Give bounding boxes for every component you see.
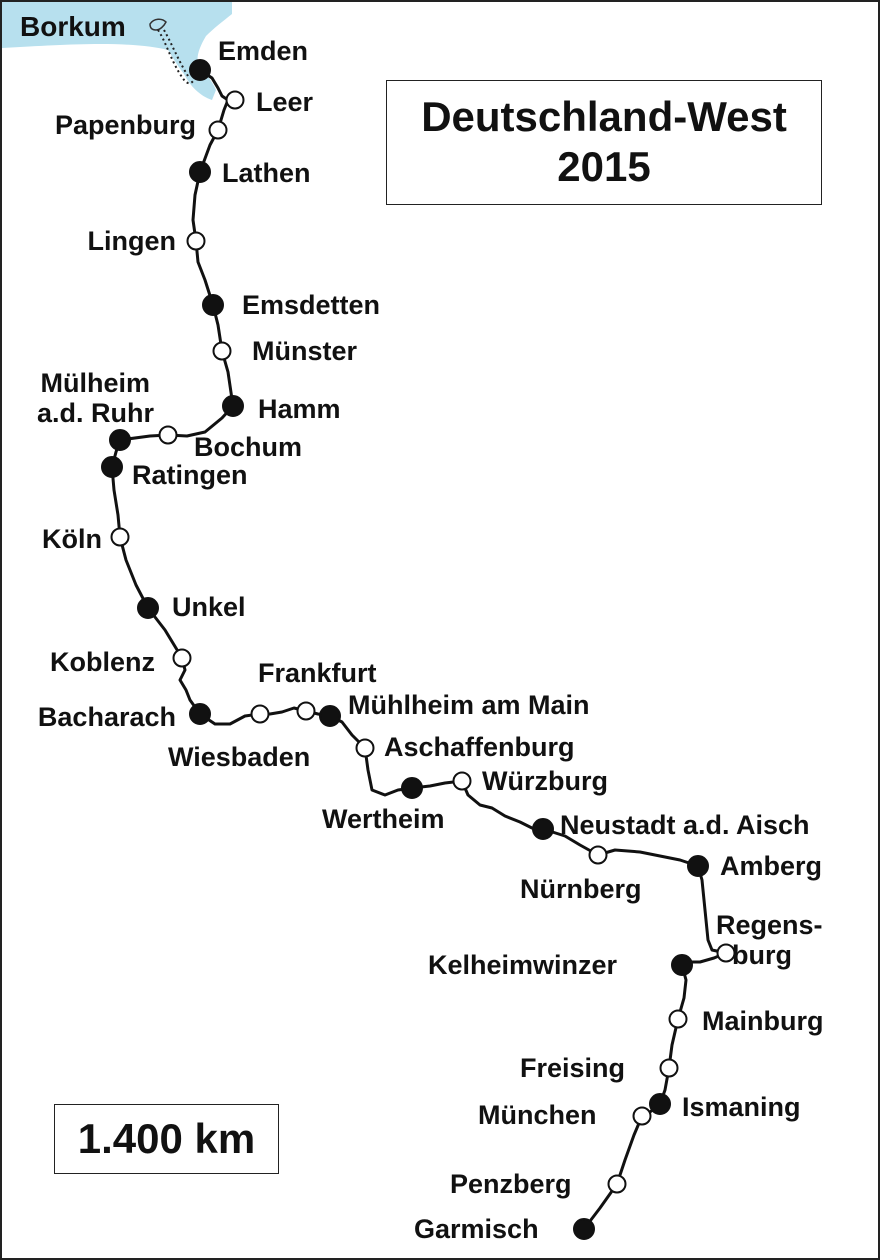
overnight-stop-emden xyxy=(189,59,211,81)
stop-label-amberg: Amberg xyxy=(720,851,822,881)
overnight-stop-lathen xyxy=(189,161,211,183)
stop-label-regens-burg-line2: burg xyxy=(732,940,792,970)
stop-label-leer: Leer xyxy=(256,87,314,117)
stop-label-neustadt-a-d-aisch: Neustadt a.d. Aisch xyxy=(560,810,810,840)
waypoint-stop-frankfurt xyxy=(296,701,316,721)
stop-label-unkel: Unkel xyxy=(172,592,246,622)
waypoint-stop-koblenz xyxy=(172,648,192,668)
stop-label-aschaffenburg: Aschaffenburg xyxy=(384,732,575,762)
stop-label-hamm: Hamm xyxy=(258,394,341,424)
waypoint-stop-nuernberg xyxy=(588,845,608,865)
stop-label-wertheim: Wertheim xyxy=(322,804,445,834)
stop-label-muehlheim-am-main: Mühlheim am Main xyxy=(348,690,590,720)
waypoint-stop-bochum xyxy=(158,425,178,445)
distance-box: 1.400 km xyxy=(54,1104,279,1174)
total-distance: 1.400 km xyxy=(77,1115,256,1162)
map-title: Deutschland-West xyxy=(421,92,787,140)
overnight-stop-muelheim-a-d-ruhr xyxy=(109,429,131,451)
overnight-stop-neustadt-a-d-aisch xyxy=(532,818,554,840)
overnight-stop-kelheimwinzer xyxy=(671,954,693,976)
stop-label-wuerzburg: Würzburg xyxy=(482,766,608,796)
overnight-stop-muehlheim-am-main xyxy=(319,705,341,727)
stop-label-freising: Freising xyxy=(520,1053,625,1083)
waypoint-stop-lingen xyxy=(186,231,206,251)
waypoint-stop-wiesbaden xyxy=(250,704,270,724)
overnight-stop-unkel xyxy=(137,597,159,619)
stop-label-ismaning: Ismaning xyxy=(682,1092,801,1122)
waypoint-stop-muenchen xyxy=(632,1106,652,1126)
stop-label-muenster: Münster xyxy=(252,336,358,366)
stop-label-garmisch: Garmisch xyxy=(414,1214,539,1244)
waypoint-stop-mainburg xyxy=(668,1009,688,1029)
overnight-stop-wertheim xyxy=(401,777,423,799)
stop-label-emsdetten: Emsdetten xyxy=(242,290,380,320)
stop-label-emden: Emden xyxy=(218,36,308,66)
stop-label-bochum: Bochum xyxy=(194,432,302,462)
map-year: 2015 xyxy=(557,142,651,190)
overnight-stop-garmisch xyxy=(573,1218,595,1240)
overnight-stop-amberg xyxy=(687,855,709,877)
waypoint-stop-aschaffenburg xyxy=(355,738,375,758)
stop-label-muelheim-a-d-ruhr-line2: a.d. Ruhr xyxy=(37,398,154,428)
stop-label-wiesbaden: Wiesbaden xyxy=(168,742,310,772)
island-label-borkum: Borkum xyxy=(20,11,126,42)
overnight-stop-hamm xyxy=(222,395,244,417)
waypoint-stop-koeln xyxy=(110,527,130,547)
island-outline xyxy=(149,18,167,31)
stop-label-muenchen: München xyxy=(478,1100,597,1130)
overnight-stop-ratingen xyxy=(101,456,123,478)
stop-label-bacharach: Bacharach xyxy=(38,702,176,732)
stop-label-koblenz: Koblenz xyxy=(50,647,155,677)
waypoint-stop-freising xyxy=(659,1058,679,1078)
stop-label-kelheimwinzer: Kelheimwinzer xyxy=(428,950,618,980)
waypoint-stop-regens-burg xyxy=(716,943,736,963)
overnight-stop-emsdetten xyxy=(202,294,224,316)
stop-label-muelheim-a-d-ruhr-line1: Mülheim xyxy=(40,368,150,398)
waypoint-stop-muenster xyxy=(212,341,232,361)
overnight-stop-bacharach xyxy=(189,703,211,725)
overnight-stop-ismaning xyxy=(649,1093,671,1115)
waypoint-stop-leer xyxy=(225,90,245,110)
stop-label-frankfurt: Frankfurt xyxy=(258,658,377,688)
stop-label-penzberg: Penzberg xyxy=(450,1169,572,1199)
stop-label-nuernberg: Nürnberg xyxy=(520,874,642,904)
stop-label-papenburg: Papenburg xyxy=(55,110,196,140)
stop-label-ratingen: Ratingen xyxy=(132,460,248,490)
north-sea xyxy=(2,2,232,100)
stop-label-mainburg: Mainburg xyxy=(702,1006,824,1036)
waypoint-stop-penzberg xyxy=(607,1174,627,1194)
stop-label-koeln: Köln xyxy=(42,524,102,554)
stop-label-regens-burg-line1: Regens- xyxy=(716,910,823,940)
stop-label-lingen: Lingen xyxy=(88,226,177,256)
title-box: Deutschland-West 2015 xyxy=(386,80,822,205)
waypoint-stop-papenburg xyxy=(208,120,228,140)
stop-label-lathen: Lathen xyxy=(222,158,311,188)
waypoint-stop-wuerzburg xyxy=(452,771,472,791)
